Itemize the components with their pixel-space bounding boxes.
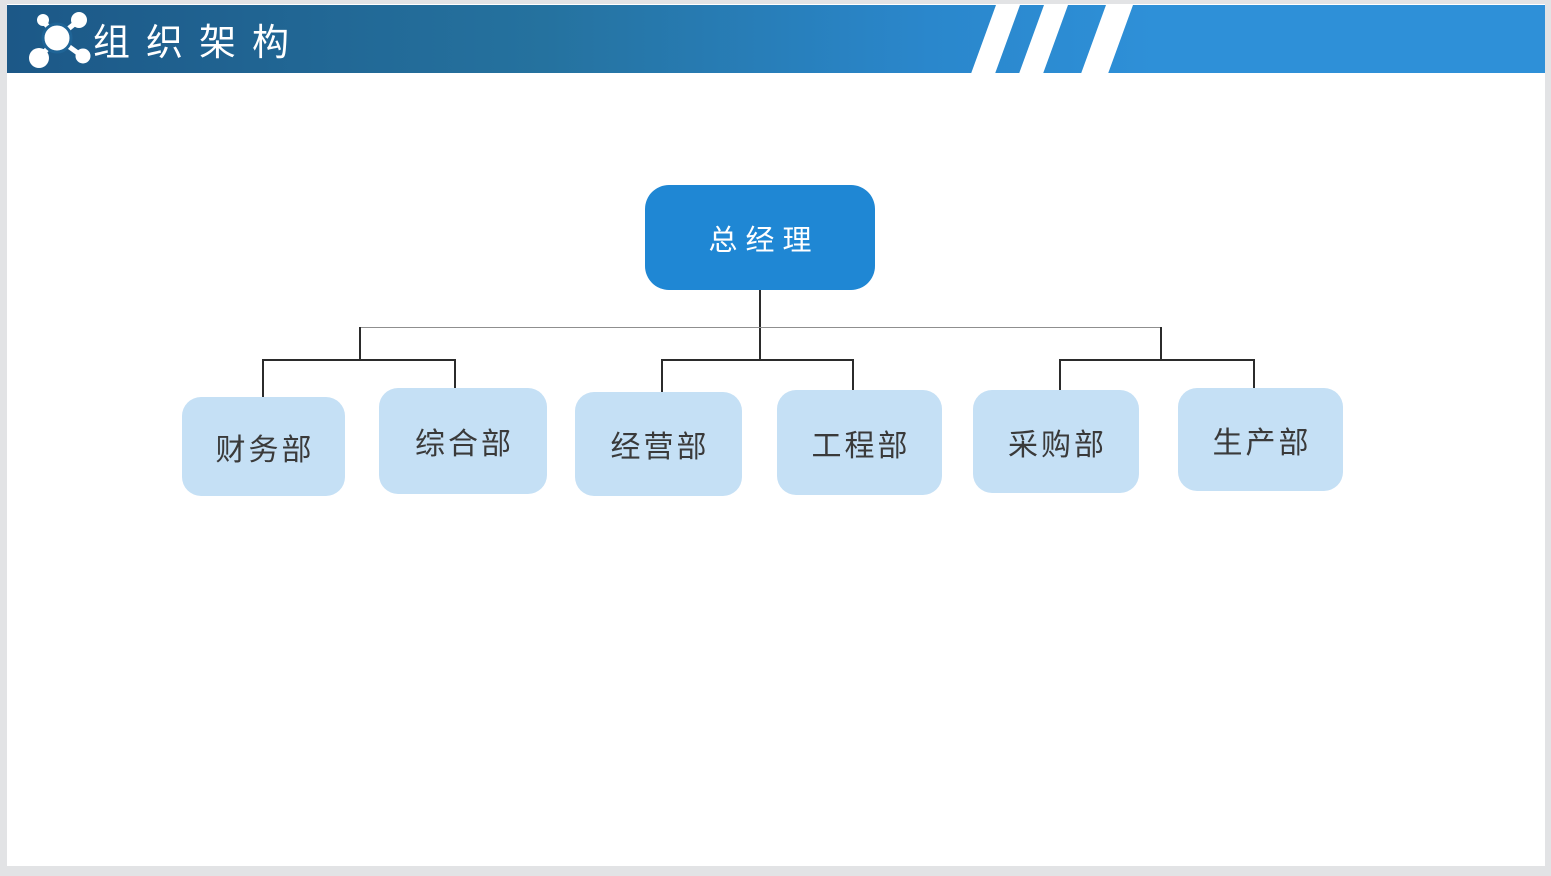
org-node-dept-procurement: 采购部 — [973, 390, 1139, 493]
header-diagonal-stripe — [971, 5, 1020, 73]
connector-left-stub — [359, 327, 361, 361]
connector-right-stub — [1160, 327, 1162, 361]
connector-drop — [661, 359, 663, 392]
slide: 组织架构 总经理 财务部 综合部 经营部 工程部 采购部 生产部 — [7, 4, 1545, 866]
org-node-dept-engineering: 工程部 — [777, 390, 942, 495]
org-node-dept-operations: 经营部 — [575, 392, 742, 496]
slide-title: 组织架构 — [93, 22, 305, 63]
connector-drop — [454, 359, 456, 388]
header-diagonal-stripe — [1019, 5, 1068, 73]
connector-drop — [852, 359, 854, 390]
org-network-icon — [21, 10, 91, 70]
connector-drop — [1253, 359, 1255, 388]
connector-root-vertical — [759, 290, 761, 360]
connector-drop — [262, 359, 264, 397]
connector-bracket-right — [1059, 359, 1255, 361]
header-diagonal-stripe — [1081, 5, 1133, 73]
org-node-dept-finance: 财务部 — [182, 397, 345, 496]
connector-bracket-middle — [661, 359, 854, 361]
connector-drop — [1059, 359, 1061, 390]
slide-header: 组织架构 — [7, 5, 1545, 73]
org-node-root: 总经理 — [645, 185, 875, 290]
connector-bracket-left — [262, 359, 456, 361]
org-node-dept-production: 生产部 — [1178, 388, 1343, 491]
connector-trunk-horizontal — [359, 327, 1162, 328]
org-node-dept-general-affairs: 综合部 — [379, 388, 547, 494]
